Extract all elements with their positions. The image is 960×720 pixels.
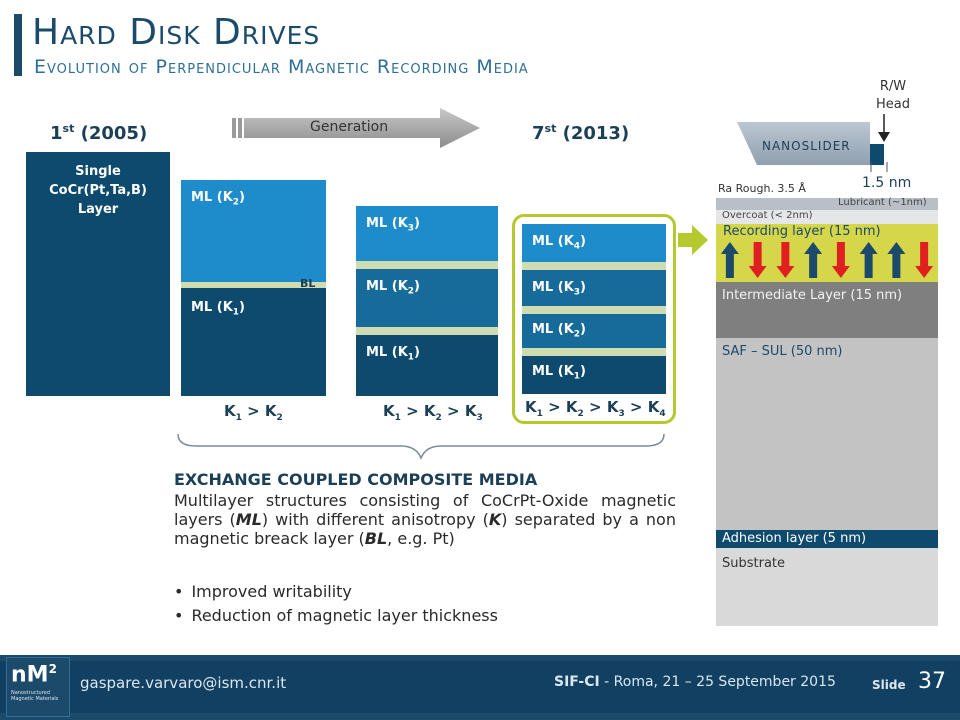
arrow-up-icon	[887, 242, 906, 278]
stack4-break-layer-2	[522, 306, 666, 314]
k-relation-2: K1 > K2	[224, 402, 283, 423]
saf-sul-label: SAF – SUL (50 nm)	[722, 344, 843, 359]
transition-arrow-icon	[678, 225, 708, 255]
lubricant-label: Lubricant (~1nm)	[838, 197, 927, 208]
overcoat-layer	[716, 210, 938, 224]
stack4-layer-k4: ML (K4)	[522, 224, 666, 262]
stack3-break-layer-1	[356, 261, 498, 269]
stack4-k1-label: ML (K1)	[532, 364, 586, 382]
nanoslider	[737, 122, 884, 165]
stack3-k1-label: ML (K1)	[366, 345, 420, 363]
highlight-frame	[512, 214, 676, 424]
adhesion-layer-label: Adhesion layer (5 nm)	[722, 531, 867, 546]
logo-text: nM2	[11, 662, 57, 688]
stack4-break-layer-1	[522, 262, 666, 270]
roughness-label: Ra Rough. 3.5 Å	[718, 182, 806, 195]
k-relation-3: K1 > K2 > K3	[383, 402, 483, 423]
last-generation-label: 7st (2013)	[532, 122, 630, 144]
arrow-down-icon	[831, 242, 850, 278]
intermediate-layer-label: Intermediate Layer (15 nm)	[722, 288, 903, 303]
adhesion-layer	[716, 530, 938, 548]
stack4-layer-k2: ML (K2)	[522, 314, 666, 348]
single-layer-label: Single CoCr(Pt,Ta,B) Layer	[49, 164, 147, 217]
page-subtitle: Evolution of Perpendicular Magnetic Reco…	[34, 56, 529, 78]
arrow-down-icon	[915, 242, 934, 278]
conference-info: SIF-CI - Roma, 21 – 25 September 2015	[554, 674, 836, 690]
substrate-label: Substrate	[722, 556, 786, 571]
stack3-layer-k2: ML (K2)	[356, 269, 498, 327]
saf-sul-layer	[716, 338, 938, 530]
slide-number: 37	[918, 669, 946, 694]
stack3-k3-label: ML (K3)	[366, 216, 420, 234]
break-layer-label: BL	[300, 277, 316, 290]
stack2-layer-k1: ML (K1)	[181, 288, 326, 396]
title-accent-bar	[14, 14, 22, 76]
stack2-k1-label: ML (K1)	[191, 300, 245, 318]
bullet-thickness: •Reduction of magnetic layer thickness	[174, 606, 498, 625]
substrate-layer	[716, 548, 938, 626]
stack3-layer-k1: ML (K1)	[356, 335, 498, 396]
arrow-up-icon	[859, 242, 878, 278]
bullet-writability: •Improved writability	[174, 582, 352, 601]
single-layer-stack: Single CoCr(Pt,Ta,B) Layer	[26, 152, 170, 396]
stack4-k4-label: ML (K4)	[532, 234, 586, 252]
stack4-layer-k1: ML (K1)	[522, 356, 666, 394]
stack3-break-layer-2	[356, 327, 498, 335]
generation-arrow-label: Generation	[310, 119, 389, 135]
stack2-k2-label: ML (K2)	[191, 190, 245, 208]
author-email[interactable]: gaspare.varvaro@ism.cnr.it	[80, 674, 287, 692]
stack3-k2-label: ML (K2)	[366, 279, 420, 297]
arrow-down-icon	[776, 242, 795, 278]
intermediate-layer	[716, 282, 938, 338]
arrow-up-icon	[720, 242, 739, 278]
recording-layer-label: Recording layer (15 nm)	[723, 224, 881, 239]
stack3-layer-k3: ML (K3)	[356, 206, 498, 261]
grouping-brace	[177, 433, 665, 460]
arrow-down-icon	[748, 242, 767, 278]
stack4-k2-label: ML (K2)	[532, 322, 586, 340]
stack4-break-layer-3	[522, 348, 666, 356]
gap-label: 1.5 nm	[862, 175, 912, 191]
rw-head-pointer-icon	[878, 114, 890, 142]
logo-subtext: Nanostructured Magnetic Materials	[11, 690, 59, 702]
lubricant-layer	[716, 198, 938, 210]
media-heading: EXCHANGE COUPLED COMPOSITE MEDIA	[174, 470, 538, 489]
first-generation-label: 1st (2005)	[50, 122, 148, 144]
stack4-layer-k3: ML (K3)	[522, 270, 666, 306]
footer-inner	[0, 661, 960, 713]
arrow-up-icon	[804, 242, 823, 278]
overcoat-label: Overcoat (< 2nm)	[722, 210, 813, 221]
gap-marker	[870, 162, 888, 172]
slide-label: Slide	[872, 678, 906, 692]
nanoslider-label: NANOSLIDER	[762, 139, 851, 153]
nm2-logo: nM2 Nanostructured Magnetic Materials	[6, 657, 70, 717]
magnetization-arrows	[720, 242, 934, 278]
stack4-k3-label: ML (K3)	[532, 280, 586, 298]
stack2-layer-k2: ML (K2)	[181, 180, 326, 282]
media-description: Multilayer structures consisting of CoCr…	[174, 491, 676, 548]
rw-head-label: R/W Head	[876, 79, 910, 112]
stack2-break-layer	[181, 282, 326, 288]
generation-arrow	[232, 108, 480, 148]
k-relation-4: K1 > K2 > K3 > K4	[525, 398, 666, 419]
page-title: Hard Disk Drives	[32, 12, 321, 53]
